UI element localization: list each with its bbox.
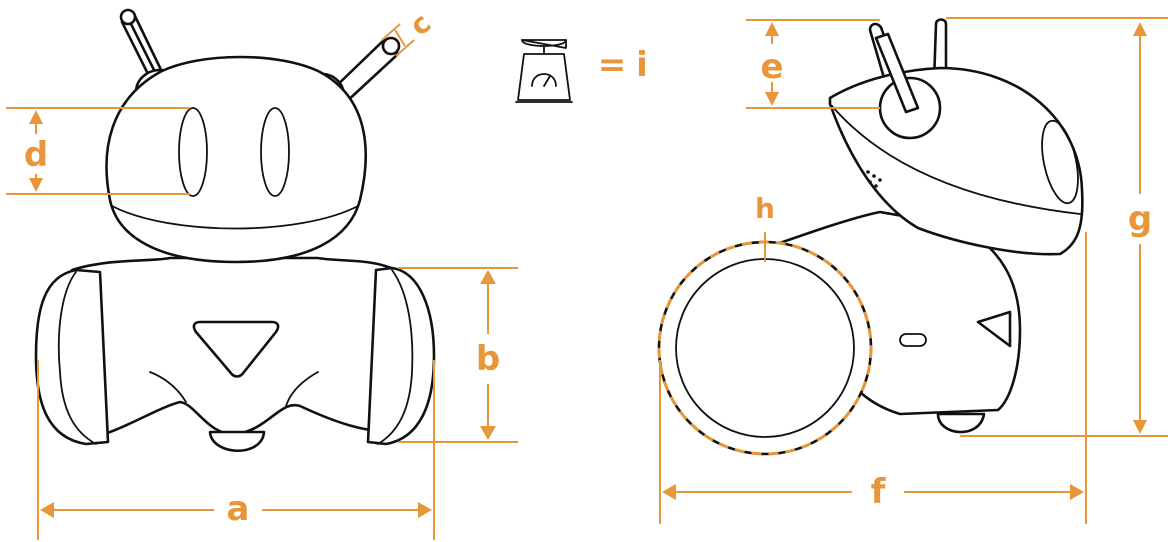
front-belly-curve-left (149, 371, 187, 403)
front-belly-curve-right (285, 371, 319, 407)
front-left-eye (178, 107, 208, 197)
label-g: g (1128, 199, 1152, 239)
front-right-wheel (366, 266, 436, 446)
label-a: a (227, 489, 250, 529)
side-emblem (976, 310, 1012, 348)
side-eye (1041, 119, 1079, 205)
label-c: c (403, 6, 437, 42)
dimension-b: b (398, 267, 518, 443)
label-e: e (760, 47, 783, 87)
front-caster (208, 430, 266, 452)
front-left-antenna (119, 8, 166, 84)
label-i: i (636, 45, 648, 85)
side-caster (936, 412, 986, 434)
dimension-g: g (946, 17, 1168, 437)
weighing-scale-icon (515, 39, 573, 103)
robot-side-view (657, 18, 1084, 456)
robot-front-view (34, 8, 436, 452)
dimension-e: e (746, 19, 880, 109)
front-head (105, 55, 368, 264)
side-antenna-front (874, 32, 920, 114)
dimension-h: h (755, 192, 775, 262)
side-wheel (657, 240, 873, 456)
side-speaker-dots (866, 170, 882, 188)
dimension-f: f (659, 232, 1087, 524)
label-b: b (476, 339, 500, 379)
label-d: d (24, 135, 48, 175)
front-left-wheel (34, 268, 110, 446)
label-f: f (871, 472, 887, 512)
front-right-eye (260, 107, 290, 197)
front-triangle-emblem (192, 320, 280, 378)
label-h: h (755, 192, 775, 225)
side-head-split (831, 105, 1081, 215)
side-port (899, 333, 927, 347)
dimension-a: a (37, 360, 435, 540)
equals-sign: = (598, 45, 627, 85)
dimension-d: d (6, 107, 190, 195)
weight-legend: = i (515, 39, 648, 103)
front-visor-line (111, 205, 359, 230)
